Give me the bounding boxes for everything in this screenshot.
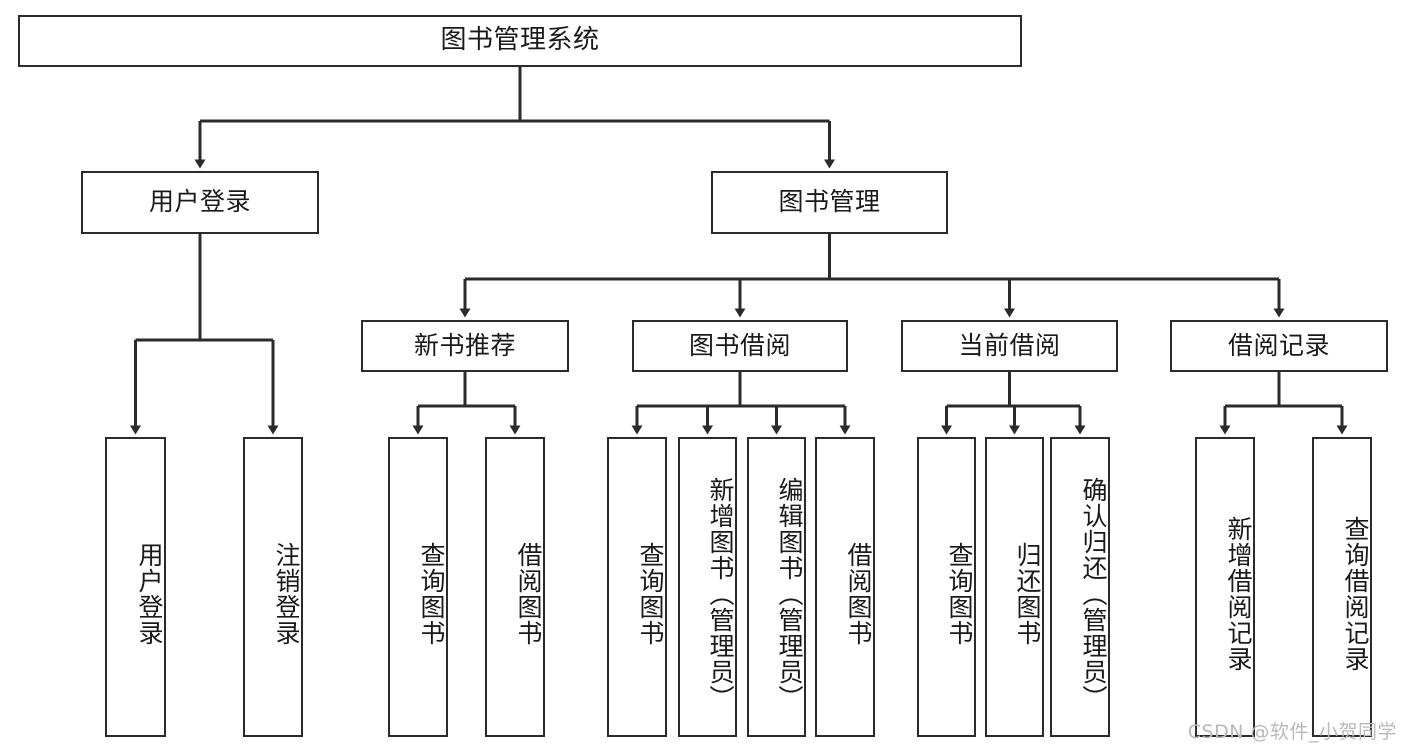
node-label: 用户登录 <box>148 187 251 217</box>
node-lf-13[interactable]: 查询借阅记录 <box>1312 437 1372 737</box>
node-label: 查询图书 <box>417 542 446 646</box>
node-l2-login[interactable]: 用户登录 <box>81 171 319 234</box>
node-label: 编辑图书（管理员） <box>775 477 804 711</box>
node-label: 当前借阅 <box>958 330 1061 360</box>
node-lf-6[interactable]: 新增图书（管理员） <box>678 437 737 737</box>
node-label: 新增借阅记录 <box>1224 516 1253 672</box>
node-lf-8[interactable]: 借阅图书 <box>815 437 875 737</box>
node-l3-rec[interactable]: 借阅记录 <box>1170 320 1388 372</box>
node-label: 用户登录 <box>135 542 164 646</box>
node-label: 新书推荐 <box>413 330 516 360</box>
node-label: 借阅记录 <box>1227 330 1330 360</box>
node-lf-7[interactable]: 编辑图书（管理员） <box>747 437 806 737</box>
node-lf-4[interactable]: 借阅图书 <box>485 437 545 737</box>
node-lf-2[interactable]: 注销登录 <box>243 437 303 737</box>
node-lf-3[interactable]: 查询图书 <box>388 437 448 737</box>
node-lf-9[interactable]: 查询图书 <box>917 437 976 737</box>
node-label: 归还图书 <box>1013 542 1042 646</box>
node-lf-10[interactable]: 归还图书 <box>985 437 1044 737</box>
node-l3-borrow[interactable]: 图书借阅 <box>632 320 848 372</box>
node-label: 查询图书 <box>636 542 665 646</box>
node-l2-book[interactable]: 图书管理 <box>711 171 948 234</box>
node-label: 借阅图书 <box>514 542 543 646</box>
node-label: 查询图书 <box>945 542 974 646</box>
node-label: 确认归还（管理员） <box>1079 477 1108 711</box>
watermark-text: CSDN @软件_小贺同学 <box>1187 721 1397 743</box>
node-lf-1[interactable]: 用户登录 <box>105 437 166 737</box>
node-label: 图书管理系统 <box>440 25 600 56</box>
node-lf-5[interactable]: 查询图书 <box>607 437 667 737</box>
node-label: 图书借阅 <box>688 330 791 360</box>
node-root[interactable]: 图书管理系统 <box>18 15 1022 67</box>
node-lf-12[interactable]: 新增借阅记录 <box>1195 437 1255 737</box>
node-lf-11[interactable]: 确认归还（管理员） <box>1050 437 1110 737</box>
node-label: 查询借阅记录 <box>1341 516 1370 672</box>
node-label: 新增图书（管理员） <box>706 477 735 711</box>
node-label: 注销登录 <box>272 542 301 646</box>
node-l3-new[interactable]: 新书推荐 <box>361 320 569 372</box>
node-label: 借阅图书 <box>844 542 873 646</box>
node-label: 图书管理 <box>778 187 881 217</box>
node-l3-cur[interactable]: 当前借阅 <box>901 320 1118 372</box>
